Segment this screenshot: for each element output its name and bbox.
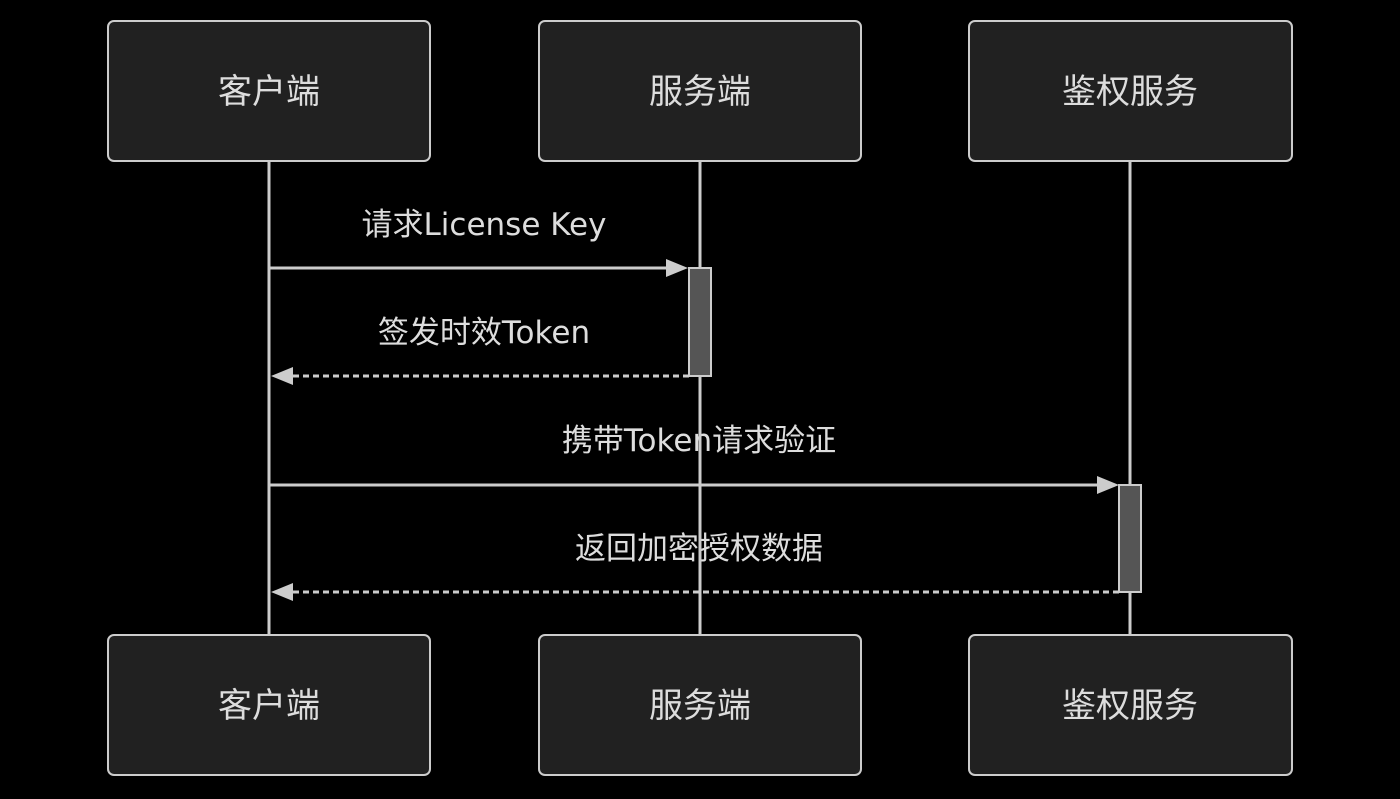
message-label-request-license: 请求License Key <box>362 207 607 243</box>
participant-box <box>538 20 862 162</box>
message-arrow-verify-token <box>269 476 1119 494</box>
arrowhead-right <box>1097 476 1119 494</box>
participant-box-auth-bottom: 鉴权服务 <box>968 634 1293 776</box>
message-arrow-issue-token <box>271 367 689 385</box>
participant-label: 客户端 <box>218 686 320 726</box>
activation-bar-server <box>688 267 712 377</box>
participant-box-auth-top: 鉴权服务 <box>968 20 1293 162</box>
message-arrow-request-license <box>269 259 688 277</box>
participant-box <box>968 634 1293 776</box>
arrowhead-left <box>271 583 293 601</box>
participant-label: 服务端 <box>649 72 751 112</box>
participant-box <box>538 634 862 776</box>
arrowhead-right <box>666 259 688 277</box>
participant-box-client-bottom: 客户端 <box>107 634 431 776</box>
activation-bar-auth <box>1118 484 1142 593</box>
participant-box-server-bottom: 服务端 <box>538 634 862 776</box>
participant-box-server-top: 服务端 <box>538 20 862 162</box>
participant-box <box>968 20 1293 162</box>
participant-box <box>107 20 431 162</box>
participant-label: 鉴权服务 <box>1062 686 1198 726</box>
message-arrow-return-data <box>271 583 1119 601</box>
participant-label: 鉴权服务 <box>1062 72 1198 112</box>
message-label-issue-token: 签发时效Token <box>378 315 590 351</box>
participant-box <box>107 634 431 776</box>
participant-box-client-top: 客户端 <box>107 20 431 162</box>
participant-label: 服务端 <box>649 686 751 726</box>
participant-label: 客户端 <box>218 72 320 112</box>
arrowhead-left <box>271 367 293 385</box>
